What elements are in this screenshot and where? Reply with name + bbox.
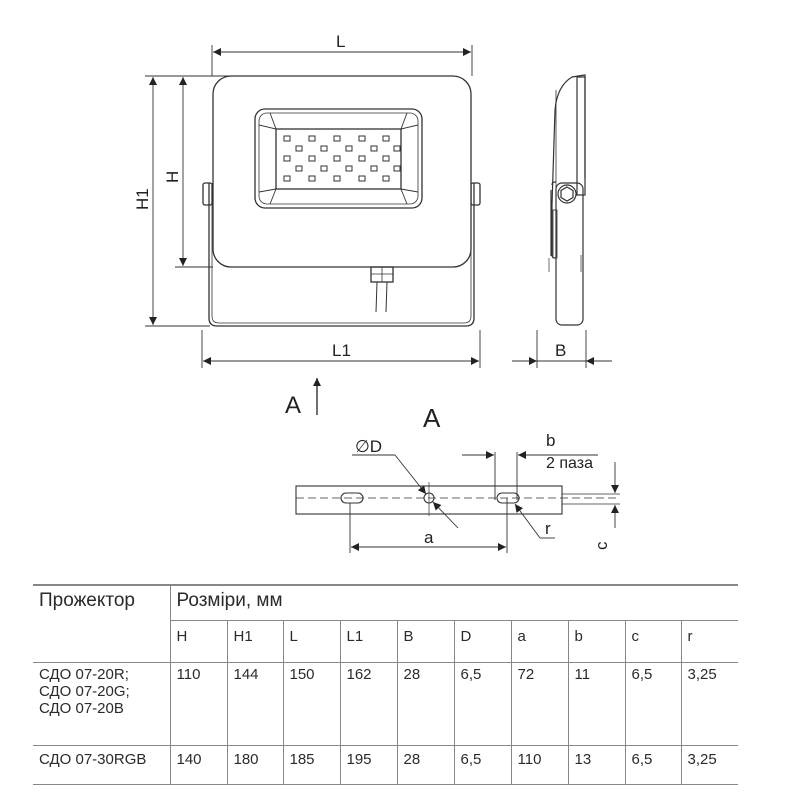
value-r: 3,25	[680, 662, 738, 746]
table-row: СДО 07-20R; СДО 07-20G; СДО 07-20B 110 1…	[33, 662, 738, 746]
front-dimensions	[145, 45, 481, 368]
table-subheader-row: H H1 L L1 B D a b c r	[33, 620, 738, 663]
value-a: 72	[510, 662, 569, 746]
dimensions-table: Прожектор Розміри, мм H H1 L L1 B D a b …	[33, 584, 738, 785]
header-dimensions: Розміри, мм	[169, 584, 738, 621]
header-L1: L1	[339, 620, 398, 663]
value-L1: 162	[339, 662, 398, 746]
product-name: СДО 07-20R;	[39, 666, 129, 683]
dim-label-L1: L1	[332, 341, 351, 360]
dim-label-B: B	[555, 341, 566, 360]
product-name: СДО 07-20B	[39, 700, 124, 717]
header-r: r	[680, 620, 738, 663]
value-a: 110	[510, 745, 569, 785]
product-name: СДО 07-30RGB	[39, 751, 147, 768]
header-D: D	[453, 620, 512, 663]
bracket-view	[295, 482, 620, 516]
value-H: 140	[169, 745, 228, 785]
value-c: 6,5	[624, 745, 682, 785]
value-H1: 180	[226, 745, 284, 785]
value-L: 150	[282, 662, 341, 746]
header-B: B	[396, 620, 455, 663]
technical-drawing: L L1 H H1 B A A	[133, 32, 620, 553]
value-D: 6,5	[453, 662, 512, 746]
dim-label-b: b	[546, 431, 555, 450]
value-L1: 195	[339, 745, 398, 785]
value-H: 110	[169, 662, 228, 746]
value-r: 3,25	[680, 745, 738, 785]
dim-label-c: c	[592, 541, 611, 550]
value-D: 6,5	[453, 745, 512, 785]
header-L: L	[282, 620, 341, 663]
value-c: 6,5	[624, 662, 682, 746]
header-H1: H1	[226, 620, 284, 663]
header-H: H	[169, 620, 228, 663]
value-b: 11	[567, 662, 626, 746]
value-B: 28	[396, 662, 455, 746]
dim-label-H1: H1	[133, 188, 152, 210]
value-b: 13	[567, 745, 626, 785]
front-view	[202, 75, 481, 327]
dim-label-a: a	[424, 528, 434, 547]
table-header-row: Прожектор Розміри, мм	[33, 584, 738, 663]
value-L: 185	[282, 745, 341, 785]
table-row: СДО 07-30RGB 140 180 185 195 28 6,5 110 …	[33, 745, 738, 785]
dim-label-H: H	[163, 171, 182, 183]
header-b: b	[567, 620, 626, 663]
view-marker-label: A	[285, 392, 301, 419]
header-a: a	[510, 620, 569, 663]
side-view	[548, 74, 586, 326]
bracket-dimensions	[349, 451, 619, 553]
value-B: 28	[396, 745, 455, 785]
led-grid	[283, 135, 401, 182]
header-c: c	[624, 620, 682, 663]
product-cell: СДО 07-20R; СДО 07-20G; СДО 07-20B	[33, 662, 171, 746]
bracket-view-title: A	[423, 403, 441, 433]
product-name: СДО 07-20G;	[39, 683, 130, 700]
dim-label-L: L	[336, 32, 345, 51]
value-H1: 144	[226, 662, 284, 746]
header-product: Прожектор	[33, 584, 171, 663]
product-cell: СДО 07-30RGB	[33, 745, 171, 785]
dim-label-slots: 2 паза	[546, 455, 593, 472]
dim-label-D: ∅D	[355, 437, 382, 456]
dim-label-r: r	[545, 519, 551, 538]
side-dimensions	[512, 330, 612, 368]
